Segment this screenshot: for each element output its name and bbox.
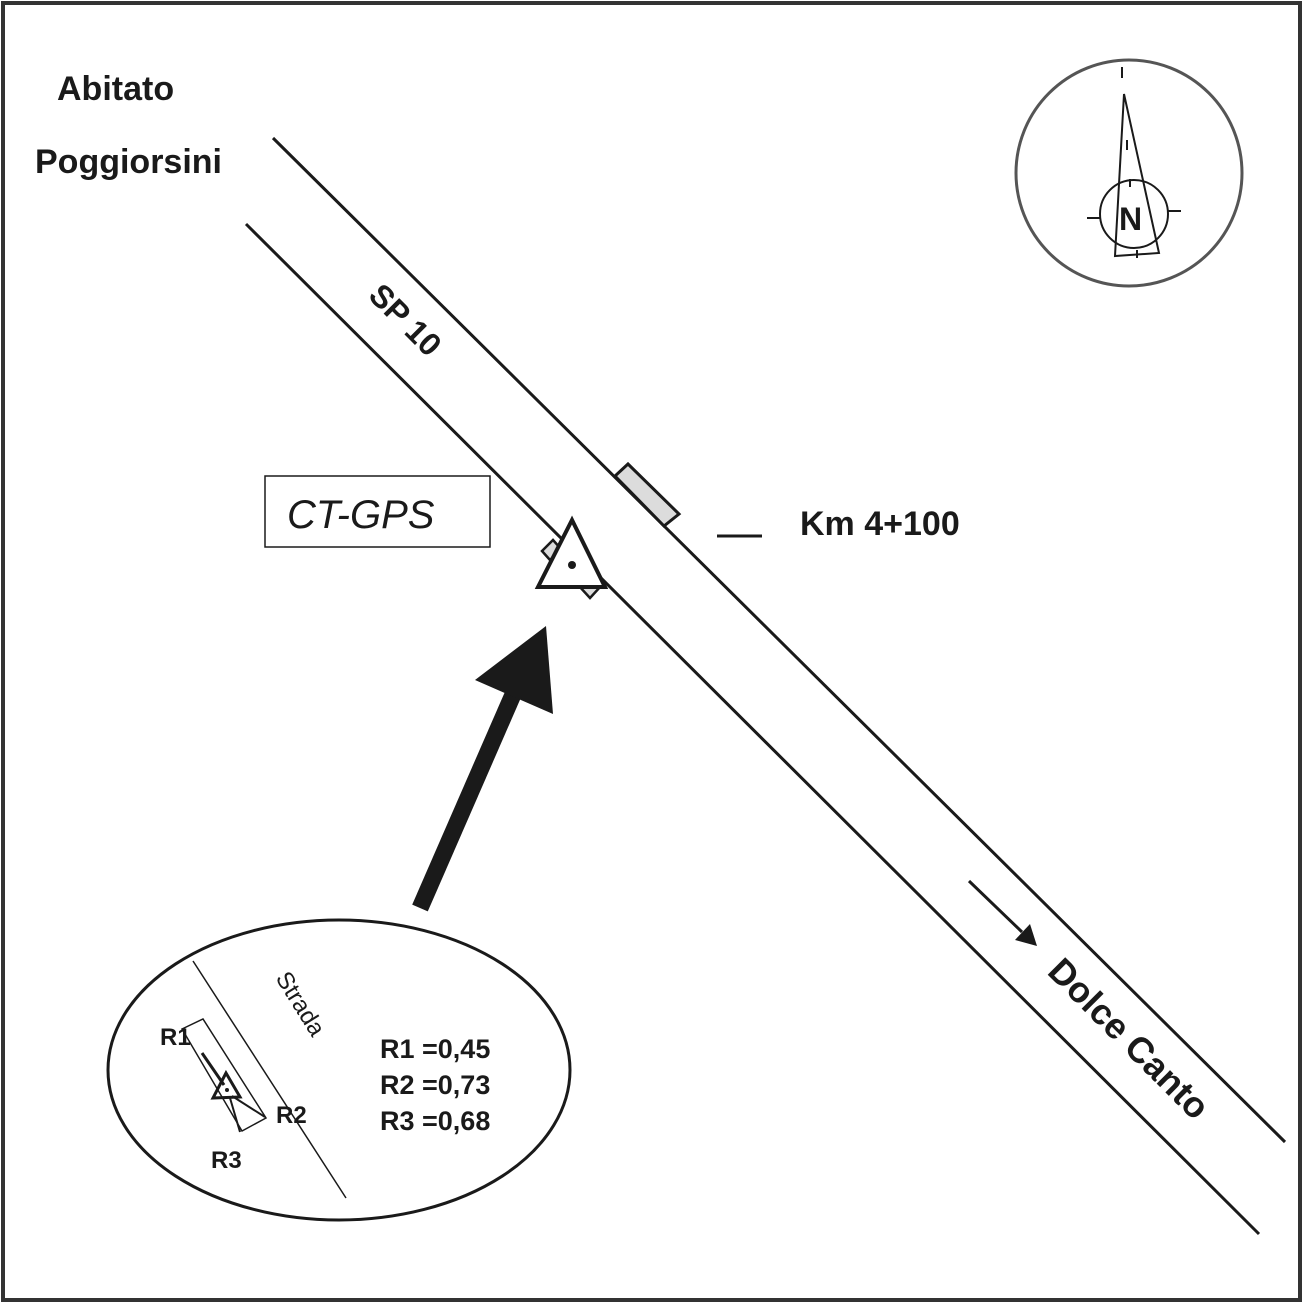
pointer-arrow (412, 626, 553, 912)
inset-detail: Strada R1 R2 R3 R1 =0,45 R2 =0,73 R3 =0,… (106, 918, 572, 1222)
kilometre-marker-post (612, 461, 682, 529)
locality-label-line1: Abitato (57, 70, 174, 108)
reading-r2: R2 =0,73 (380, 1070, 490, 1100)
reading-r1: R1 =0,45 (380, 1034, 490, 1064)
locality-label-line2: Poggiorsini (35, 143, 222, 181)
station-label: CT-GPS (287, 493, 435, 537)
inset-label-r3: R3 (211, 1147, 242, 1174)
kilometre-label: Km 4+100 (800, 505, 960, 543)
road-edge-upper (271, 136, 1287, 1144)
station-label-box (264, 475, 491, 548)
inset-label-r1: R1 (160, 1024, 191, 1051)
north-label: N (1119, 201, 1142, 237)
road-edge-lower (244, 222, 1261, 1236)
reading-r3: R3 =0,68 (380, 1106, 490, 1136)
inset-label-r2: R2 (276, 1102, 307, 1129)
inset-road-line (192, 960, 347, 1199)
gps-station-icon (534, 515, 609, 600)
north-arrow-compass: N (1014, 58, 1244, 288)
direction-arrow (967, 879, 1037, 946)
